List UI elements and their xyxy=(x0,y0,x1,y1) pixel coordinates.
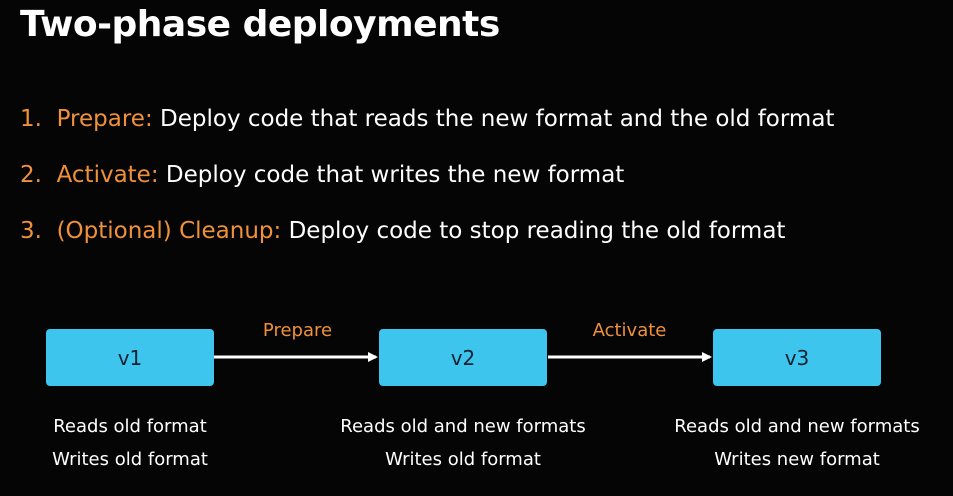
step-number: 3. xyxy=(20,218,42,244)
step-text: Deploy code to stop reading the old form… xyxy=(288,218,786,244)
step-item: 3. (Optional) Cleanup: Deploy code to st… xyxy=(20,218,940,274)
step-number: 2. xyxy=(20,162,42,188)
slide-title: Two-phase deployments xyxy=(20,4,500,45)
version-box-v1: v1 xyxy=(46,329,214,386)
step-label: (Optional) Cleanup: xyxy=(56,218,282,244)
caption-reads: Reads old and new formats xyxy=(674,416,920,437)
arrow-label-prepare: Prepare xyxy=(262,320,333,341)
arrow-label-activate: Activate xyxy=(592,320,667,341)
caption-writes: Writes new format xyxy=(714,449,880,470)
caption-reads: Reads old format xyxy=(53,416,207,437)
caption-v1: Reads old format Writes old format xyxy=(0,410,270,476)
version-box-v2: v2 xyxy=(379,329,547,386)
version-box-v3: v3 xyxy=(713,329,881,386)
caption-v2: Reads old and new formats Writes old for… xyxy=(323,410,603,476)
step-label: Activate: xyxy=(56,162,159,188)
step-item: 2. Activate: Deploy code that writes the… xyxy=(20,162,940,218)
steps-list: 1. Prepare: Deploy code that reads the n… xyxy=(20,106,940,274)
step-label: Prepare: xyxy=(56,106,153,132)
caption-reads: Reads old and new formats xyxy=(340,416,586,437)
step-item: 1. Prepare: Deploy code that reads the n… xyxy=(20,106,940,162)
caption-writes: Writes old format xyxy=(52,449,208,470)
step-text: Deploy code that reads the new format an… xyxy=(160,106,835,132)
step-text: Deploy code that writes the new format xyxy=(165,162,625,188)
caption-v3: Reads old and new formats Writes new for… xyxy=(657,410,937,476)
step-number: 1. xyxy=(20,106,42,132)
caption-writes: Writes old format xyxy=(385,449,541,470)
